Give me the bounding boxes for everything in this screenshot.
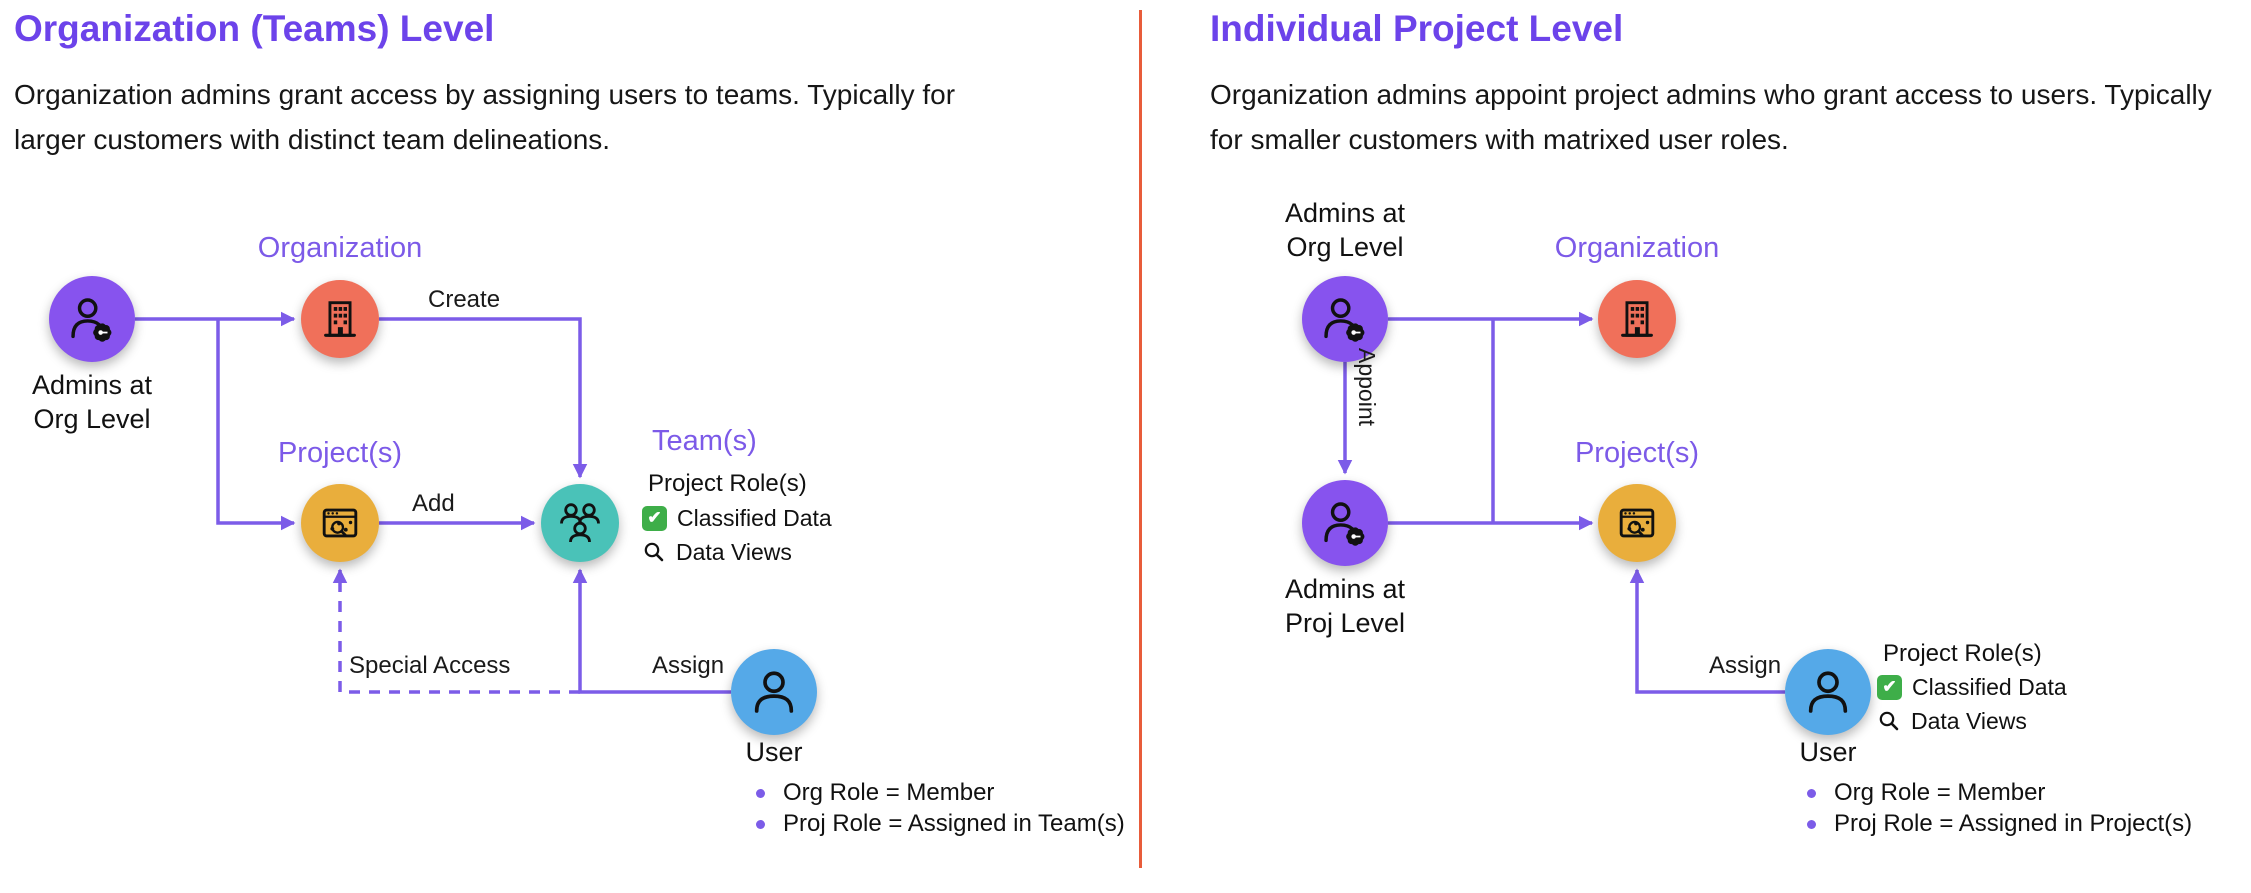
project-window-icon	[1619, 508, 1655, 538]
projects-node	[1598, 484, 1676, 562]
admin-gear-icon	[71, 298, 112, 342]
building-icon	[324, 301, 356, 337]
note-org-role: Org Role = Member	[1807, 778, 2045, 808]
magnifier-icon	[644, 542, 664, 562]
data-views-label: Data Views	[676, 538, 792, 565]
bullet-icon	[756, 788, 765, 798]
admin-gear-icon	[1324, 298, 1365, 342]
check-icon	[642, 505, 667, 531]
org-role-note: Org Role = Member	[1834, 779, 2046, 806]
organization-label: Organization	[1554, 232, 1720, 264]
admins-org-caption: Admins at Org Level	[31, 370, 153, 434]
projects-node	[301, 484, 379, 562]
individual-project-panel: Individual Project Level Organization ad…	[1143, 0, 2251, 893]
admins-org-node	[49, 276, 135, 362]
user-node	[1785, 649, 1871, 735]
admins-proj-node	[1302, 480, 1388, 566]
project-roles-title: Project Role(s)	[1883, 640, 2042, 667]
user-person-icon	[754, 671, 794, 713]
project-roles-title: Project Role(s)	[648, 470, 807, 497]
magnifier-icon	[1879, 711, 1899, 731]
admins-proj-caption: Admins at Proj Level	[1284, 574, 1406, 638]
note-org-role: Org Role = Member	[756, 778, 994, 808]
right-panel-title: Individual Project Level	[1210, 8, 1624, 49]
bullet-icon	[1807, 819, 1816, 829]
right-panel-description: Organization admins appoint project admi…	[1210, 79, 2212, 155]
org-teams-panel: Organization (Teams) Level Organization …	[0, 0, 1139, 893]
user-caption: User	[745, 737, 803, 767]
classified-data-row: Classified Data	[1877, 672, 2067, 702]
data-views-label: Data Views	[1911, 707, 2027, 734]
org-role-note: Org Role = Member	[783, 779, 995, 806]
admins-org-caption: Admins at Org Level	[1284, 198, 1406, 262]
appoint-edge-label: Appoint	[1354, 348, 1380, 427]
create-edge-label: Create	[428, 286, 501, 313]
edge-admin-to-projects	[216, 319, 296, 531]
special-access-edge-label: Special Access	[349, 652, 511, 679]
check-icon	[1877, 674, 1902, 700]
organization-label: Organization	[257, 232, 423, 264]
assign-edge-label: Assign	[652, 652, 725, 679]
user-node	[731, 649, 817, 735]
proj-role-note: Proj Role = Assigned in Team(s)	[783, 810, 1125, 837]
add-edge-label: Add	[412, 490, 455, 517]
projects-label: Project(s)	[1574, 437, 1700, 469]
teams-label: Team(s)	[652, 425, 757, 457]
admin-gear-icon	[1324, 502, 1365, 546]
user-caption: User	[1799, 737, 1857, 767]
team-people-icon	[560, 503, 600, 543]
bullet-icon	[1807, 788, 1816, 798]
classified-data-label: Classified Data	[677, 504, 832, 531]
projects-label: Project(s)	[277, 437, 403, 469]
project-window-icon	[322, 508, 358, 538]
proj-role-note: Proj Role = Assigned in Project(s)	[1834, 810, 2193, 837]
teams-node	[541, 484, 619, 562]
classified-data-row: Classified Data	[642, 503, 832, 533]
building-icon	[1621, 301, 1653, 337]
left-panel-title: Organization (Teams) Level	[14, 8, 495, 49]
bullet-icon	[756, 819, 765, 829]
admins-org-node	[1302, 276, 1388, 362]
left-panel-description: Organization admins grant access by assi…	[14, 79, 956, 155]
panel-divider	[1139, 10, 1142, 868]
user-person-icon	[1808, 671, 1848, 713]
note-proj-role: Proj Role = Assigned in Project(s)	[1807, 809, 2192, 839]
organization-node	[1598, 280, 1676, 358]
data-views-row: Data Views	[1877, 706, 2027, 736]
assign-edge-label: Assign	[1709, 652, 1782, 679]
organization-node	[301, 280, 379, 358]
note-proj-role: Proj Role = Assigned in Team(s)	[756, 809, 1125, 839]
data-views-row: Data Views	[642, 537, 792, 567]
classified-data-label: Classified Data	[1912, 673, 2067, 700]
